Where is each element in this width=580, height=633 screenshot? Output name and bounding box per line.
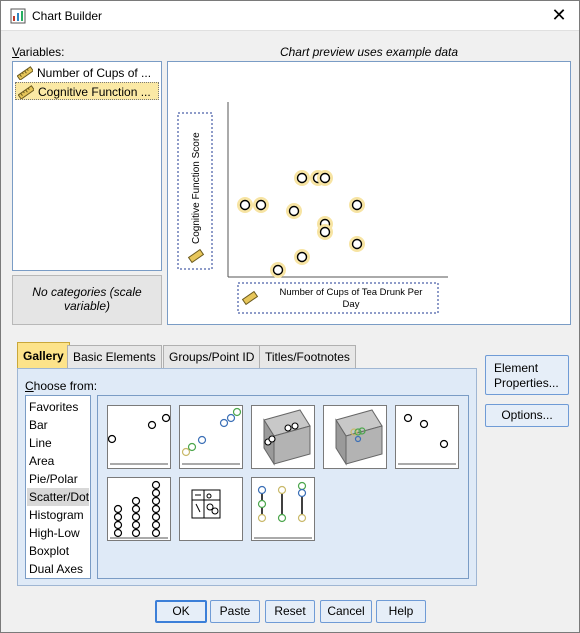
chart-type-bar[interactable]: Bar [29, 418, 48, 432]
preview-caption: Chart preview uses example data [279, 45, 459, 59]
scale-ruler-icon [18, 85, 34, 99]
ok-button[interactable]: OK [155, 600, 207, 623]
element-properties-button[interactable]: Element Properties... [485, 355, 569, 395]
example-point [349, 197, 365, 213]
variable-item-label: Cognitive Function ... [38, 85, 151, 99]
example-point [294, 249, 310, 265]
tab-groups-point-id[interactable]: Groups/Point ID [163, 345, 261, 369]
drop-line-icon[interactable] [251, 477, 315, 541]
scatterplot-matrix-icon[interactable] [179, 477, 243, 541]
example-point [253, 197, 269, 213]
chart-type-list[interactable]: Favorites Bar Line Area Pie/Polar Scatte… [25, 395, 91, 579]
simple-3d-scatter-icon[interactable] [251, 405, 315, 469]
chart-type-boxplot[interactable]: Boxplot [29, 544, 70, 558]
options-button[interactable]: Options... [485, 404, 569, 427]
y-axis-drop-zone[interactable] [177, 112, 213, 270]
scale-ruler-icon [17, 66, 33, 80]
grouped-scatter-icon[interactable] [179, 405, 243, 469]
variables-list[interactable]: Number of Cups of ... Cognitive Function… [12, 61, 162, 271]
x-axis-drop-label-line1: Number of Cups of Tea Drunk Per [280, 287, 423, 298]
chart-type-histogram[interactable]: Histogram [29, 508, 84, 522]
simple-scatter-icon[interactable] [107, 405, 171, 469]
chart-builder-icon [10, 8, 26, 24]
chart-type-pie-polar[interactable]: Pie/Polar [29, 472, 78, 486]
grouped-3d-scatter-icon[interactable] [323, 405, 387, 469]
reset-button[interactable]: Reset [265, 600, 315, 623]
variable-item-cognitive-function[interactable]: Cognitive Function ... [15, 82, 159, 100]
example-point [349, 236, 365, 252]
chart-type-high-low[interactable]: High-Low [29, 526, 80, 540]
x-axis-ruler-icon [241, 290, 259, 306]
chart-preview-canvas[interactable]: Cognitive Function Score Number of Cups … [167, 61, 571, 325]
chart-type-scatter-dot[interactable]: Scatter/Dot [27, 488, 90, 506]
paste-button[interactable]: Paste [210, 600, 260, 623]
window-title: Chart Builder [32, 9, 103, 23]
close-icon[interactable]: ✕ [551, 5, 567, 25]
simple-dot-plot-icon[interactable] [107, 477, 171, 541]
summary-point-plot-icon[interactable] [395, 405, 459, 469]
chart-type-area[interactable]: Area [29, 454, 55, 468]
tab-basic-elements[interactable]: Basic Elements [67, 345, 162, 369]
chart-type-dual-axes[interactable]: Dual Axes [29, 562, 84, 576]
example-point [317, 224, 333, 240]
categories-info-box: No categories (scale variable) [12, 275, 162, 325]
chart-type-line[interactable]: Line [29, 436, 52, 450]
help-button[interactable]: Help [376, 600, 426, 623]
example-point [317, 170, 333, 186]
example-data-points [237, 170, 365, 278]
tab-titles-footnotes[interactable]: Titles/Footnotes [259, 345, 356, 369]
title-bar: Chart Builder ✕ [1, 1, 579, 31]
cancel-button[interactable]: Cancel [320, 600, 372, 623]
variable-item-label: Number of Cups of ... [37, 66, 152, 80]
example-point [237, 197, 253, 213]
choose-from-label: Choose from: [25, 379, 98, 393]
preview-chart: Cognitive Function Score Number of Cups … [177, 102, 448, 314]
variables-label: Variables: [12, 45, 65, 59]
example-point [270, 262, 286, 278]
y-axis-ruler-icon [187, 248, 205, 264]
x-axis-drop-zone[interactable] [237, 282, 439, 314]
y-axis-drop-label: Cognitive Function Score [191, 132, 202, 244]
chart-type-favorites[interactable]: Favorites [29, 400, 79, 414]
tab-gallery[interactable]: Gallery [17, 342, 70, 370]
example-point [294, 170, 310, 186]
gallery-thumbnails [97, 395, 469, 579]
variable-item-tea-cups[interactable]: Number of Cups of ... [15, 64, 159, 82]
example-point [286, 203, 302, 219]
x-axis-drop-label-line2: Day [343, 299, 360, 310]
